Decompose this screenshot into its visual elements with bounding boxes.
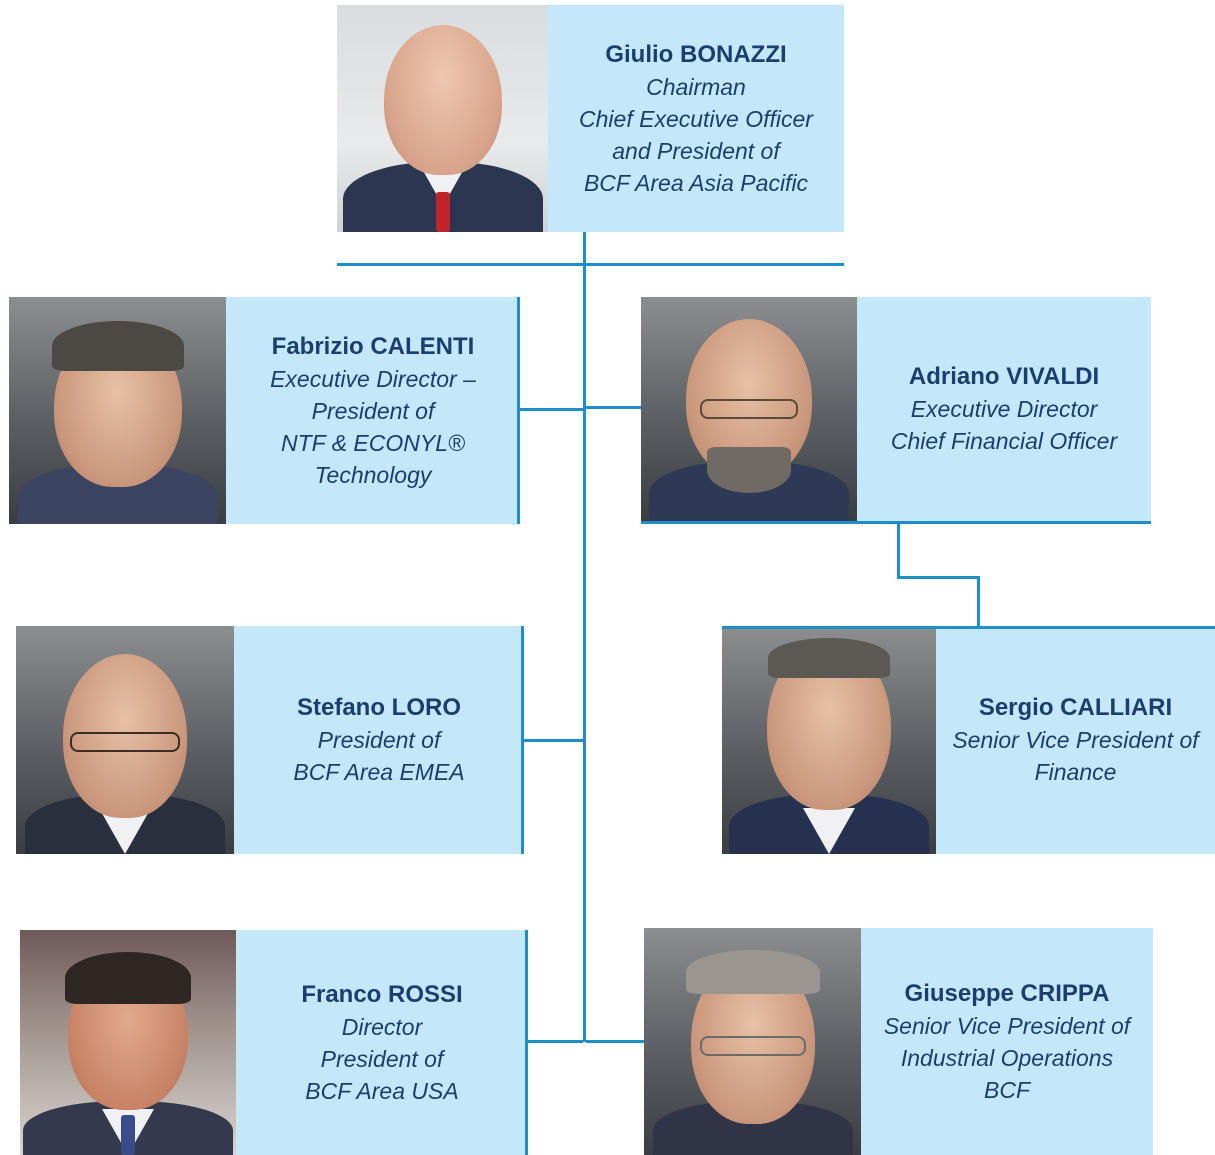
portrait-photo <box>20 930 236 1155</box>
node-role: BCF Area EMEA <box>293 759 465 785</box>
node-role: Executive Director <box>910 396 1098 422</box>
node-role: Chairman <box>646 73 746 100</box>
org-node-loro: Stefano LORO President of BCF Area EMEA <box>16 626 524 854</box>
node-role: Chief Executive Officer <box>579 105 813 132</box>
portrait-photo <box>641 297 857 521</box>
connector-vivaldi-down <box>897 524 900 577</box>
connector-crippa <box>586 1040 644 1043</box>
node-role: NTF & ECONYL® <box>281 429 465 456</box>
node-role: BCF <box>984 1076 1030 1103</box>
portrait-photo <box>722 626 936 854</box>
connector-calenti <box>518 408 583 411</box>
connector-trunk <box>583 232 586 1042</box>
org-node-rossi: Franco ROSSI Director President of BCF A… <box>20 930 528 1155</box>
node-role: Senior Vice President of <box>952 727 1199 753</box>
connector-vivaldi-across <box>897 576 980 579</box>
node-role: President of <box>311 397 435 424</box>
node-name: Fabrizio CALENTI <box>271 332 475 360</box>
node-role: Technology <box>314 461 432 488</box>
connector-calliari-down <box>977 576 980 626</box>
node-role: Finance <box>1034 759 1117 785</box>
node-role: BCF Area USA <box>305 1077 459 1104</box>
node-role: President of <box>317 727 441 753</box>
node-role: and President of <box>612 137 780 164</box>
node-role: BCF Area Asia Pacific <box>583 169 809 196</box>
portrait-photo <box>9 297 226 524</box>
org-node-crippa: Giuseppe CRIPPA Senior Vice President of… <box>644 928 1153 1155</box>
node-name: Giuseppe CRIPPA <box>904 979 1110 1007</box>
node-role: Executive Director – <box>270 365 476 392</box>
org-node-bonazzi: Giulio BONAZZI Chairman Chief Executive … <box>337 5 844 232</box>
node-role: Senior Vice President of <box>883 1012 1131 1039</box>
node-role: Director <box>341 1013 423 1040</box>
node-name: Giulio BONAZZI <box>605 40 787 68</box>
portrait-photo <box>16 626 234 854</box>
node-name: Adriano VIVALDI <box>908 363 1100 390</box>
connector-vivaldi <box>586 406 644 409</box>
connector-rossi <box>526 1040 583 1043</box>
node-role: President of <box>320 1045 444 1072</box>
org-node-calenti: Fabrizio CALENTI Executive Director – Pr… <box>9 297 520 524</box>
node-role: Chief Financial Officer <box>890 428 1118 454</box>
org-node-vivaldi: Adriano VIVALDI Executive Director Chief… <box>641 297 1151 524</box>
node-name: Stefano LORO <box>296 694 461 721</box>
node-name: Franco ROSSI <box>301 980 463 1008</box>
connector-top-bar <box>337 263 844 266</box>
connector-loro <box>522 739 583 742</box>
node-role: Industrial Operations <box>900 1044 1114 1071</box>
portrait-photo <box>644 928 861 1155</box>
org-node-calliari: Sergio CALLIARI Senior Vice President of… <box>722 626 1215 854</box>
portrait-photo <box>337 5 548 232</box>
node-name: Sergio CALLIARI <box>978 694 1173 721</box>
